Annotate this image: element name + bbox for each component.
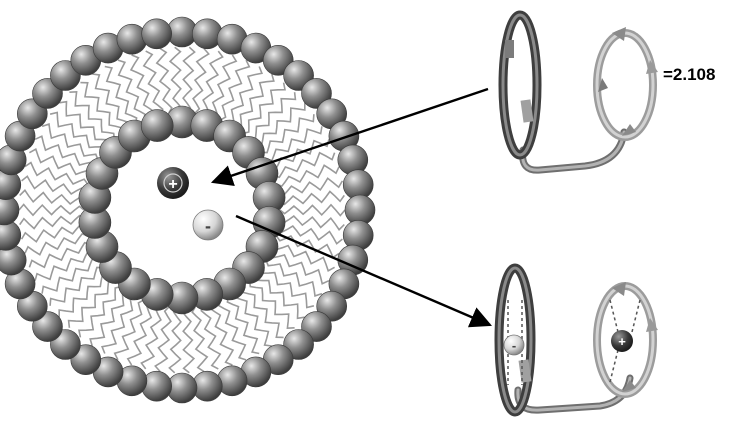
lipid-tail (183, 47, 195, 112)
macrocycle-receptor-empty-icon (503, 15, 658, 170)
lipid-tail (59, 275, 108, 318)
bound-cation-symbol: + (618, 334, 626, 349)
lipid-tail (35, 136, 94, 167)
cation-bead-icon: + (157, 167, 189, 199)
inner-headgroup-bead (141, 110, 173, 142)
anion-bead-icon: - (193, 210, 223, 240)
lipid-tail (274, 244, 335, 270)
lipid-tail (280, 192, 345, 205)
lipid-tail (278, 178, 342, 195)
lipid-tail (193, 49, 209, 113)
lipid-tail (270, 253, 329, 284)
macrocycle-receptor-bound-icon: - + (499, 268, 658, 412)
lipid-tail (155, 307, 171, 371)
lipid-tail (20, 216, 85, 229)
lipid-tail (256, 103, 305, 146)
bilayer-vesicle-icon (0, 17, 375, 403)
lipid-tail (280, 205, 345, 216)
lipid-tail (22, 176, 86, 194)
lipid-tail (270, 139, 329, 168)
lipid-tail (35, 251, 94, 280)
lipid-tails (19, 47, 345, 373)
value-label: =2.108 (663, 65, 715, 84)
lipid-tail (212, 55, 236, 117)
lipid-tail (25, 234, 88, 255)
lipid-tail (277, 165, 340, 186)
lipid-tail (170, 47, 181, 112)
lipid-tail (157, 49, 172, 113)
lipid-tail (128, 303, 152, 365)
inner-headgroup-layer (79, 106, 285, 314)
lipid-tail (169, 308, 181, 373)
lipid-tail (102, 296, 136, 353)
lipid-tail (192, 307, 207, 371)
lipid-tail (22, 225, 86, 242)
cation-symbol: + (168, 176, 177, 193)
outer-headgroup-bead (142, 19, 172, 49)
anion-symbol: - (205, 216, 211, 236)
lipid-tail (29, 149, 90, 175)
bound-anion-symbol: - (512, 338, 516, 353)
lipid-tail (278, 226, 342, 244)
lipid-tail (19, 205, 84, 216)
lipid-tail (228, 67, 262, 124)
lipid-tail (183, 308, 194, 373)
